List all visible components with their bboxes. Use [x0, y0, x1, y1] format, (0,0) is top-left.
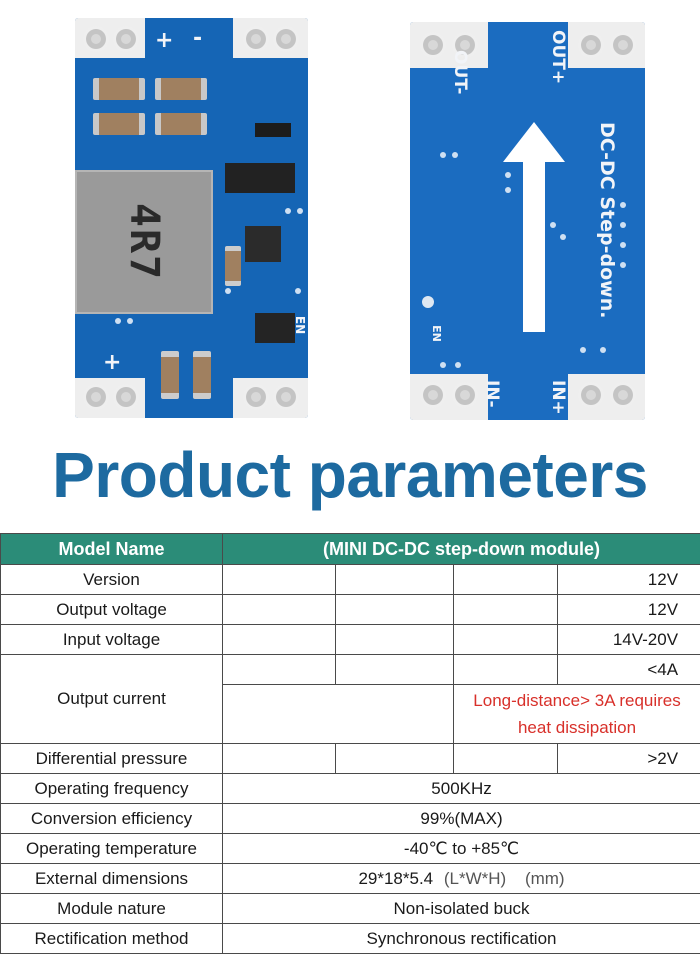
table-row: Operating frequency 500KHz: [0, 773, 700, 804]
table-row: Rectification method Synchronous rectifi…: [0, 923, 700, 954]
differential-pressure-value: >2V: [556, 743, 700, 774]
table-row: Version 12V: [0, 564, 700, 595]
inductor: 4R7: [75, 170, 213, 314]
table-row: Differential pressure >2V: [0, 743, 700, 774]
model-name-label: Model Name: [0, 533, 223, 565]
rectification-method-value: Synchronous rectification: [221, 923, 700, 954]
operating-temperature-value: -40℃ to +85℃: [221, 833, 700, 864]
controller-chip: [245, 226, 281, 262]
output-current-label: Output current: [0, 654, 223, 744]
table-row: Long-distance> 3A requires heat dissipat…: [1, 684, 700, 744]
out-minus-label: OUT-: [450, 50, 470, 95]
en-label: EN: [429, 325, 443, 342]
parameters-table: Model Name (MINI DC-DC step-down module)…: [0, 533, 700, 954]
module-nature-value: Non-isolated buck: [221, 893, 700, 924]
pcb-back-photo: OUT- OUT+ DC-DC Step-down. EN IN- IN+: [410, 22, 645, 420]
external-dimensions-value: 29*18*5.4 (L*W*H) (mm): [221, 863, 700, 894]
pin-plus-bottom-label: +: [103, 350, 122, 375]
table-row: External dimensions 29*18*5.4 (L*W*H) (m…: [0, 863, 700, 894]
product-photos: + - 4R7 EN + OUT- OUT+: [0, 0, 700, 430]
operating-temperature-label: Operating temperature: [0, 833, 223, 864]
pin-plus-top-label: +: [155, 28, 174, 53]
table-row: Conversion efficiency 99%(MAX): [0, 803, 700, 834]
output-voltage-label: Output voltage: [0, 594, 223, 625]
output-voltage-value: 12V: [556, 594, 700, 625]
pin-minus-top-label: -: [193, 26, 203, 51]
input-voltage-value: 14V-20V: [556, 624, 700, 655]
table-row: Operating temperature -40℃ to +85℃: [0, 833, 700, 864]
in-minus-label: IN-: [482, 380, 502, 408]
output-current-note: Long-distance> 3A requires heat dissipat…: [452, 684, 700, 744]
output-current-value: <4A: [556, 654, 700, 685]
page-title: Product parameters: [52, 439, 648, 511]
table-header-row: Model Name (MINI DC-DC step-down module): [0, 533, 700, 565]
version-value: 12V: [556, 564, 700, 595]
conversion-efficiency-value: 99%(MAX): [221, 803, 700, 834]
out-plus-label: OUT+: [548, 30, 568, 85]
external-dimensions-label: External dimensions: [0, 863, 223, 894]
operating-frequency-label: Operating frequency: [0, 773, 223, 804]
input-voltage-label: Input voltage: [0, 624, 223, 655]
differential-pressure-label: Differential pressure: [0, 743, 223, 774]
table-row: Output current <4A: [0, 654, 700, 744]
dimensions-unit: (mm): [524, 868, 565, 888]
table-row: Input voltage 14V-20V: [0, 624, 700, 655]
pcb-front-photo: + - 4R7 EN +: [75, 18, 308, 418]
operating-frequency-value: 500KHz: [221, 773, 700, 804]
module-nature-label: Module nature: [0, 893, 223, 924]
rectification-method-label: Rectification method: [0, 923, 223, 954]
in-plus-label: IN+: [548, 380, 568, 415]
inductor-marking: 4R7: [121, 202, 167, 282]
version-label: Version: [0, 564, 223, 595]
dimensions-number: 29*18*5.4: [358, 868, 434, 888]
dimensions-axes: (L*W*H): [443, 868, 507, 888]
conversion-efficiency-label: Conversion efficiency: [0, 803, 223, 834]
pin-en-label: EN: [293, 315, 308, 335]
model-name-value: (MINI DC-DC step-down module): [221, 533, 700, 565]
step-down-caption: DC-DC Step-down.: [596, 122, 618, 319]
table-row: Output voltage 12V: [0, 594, 700, 625]
table-row: Module nature Non-isolated buck: [0, 893, 700, 924]
